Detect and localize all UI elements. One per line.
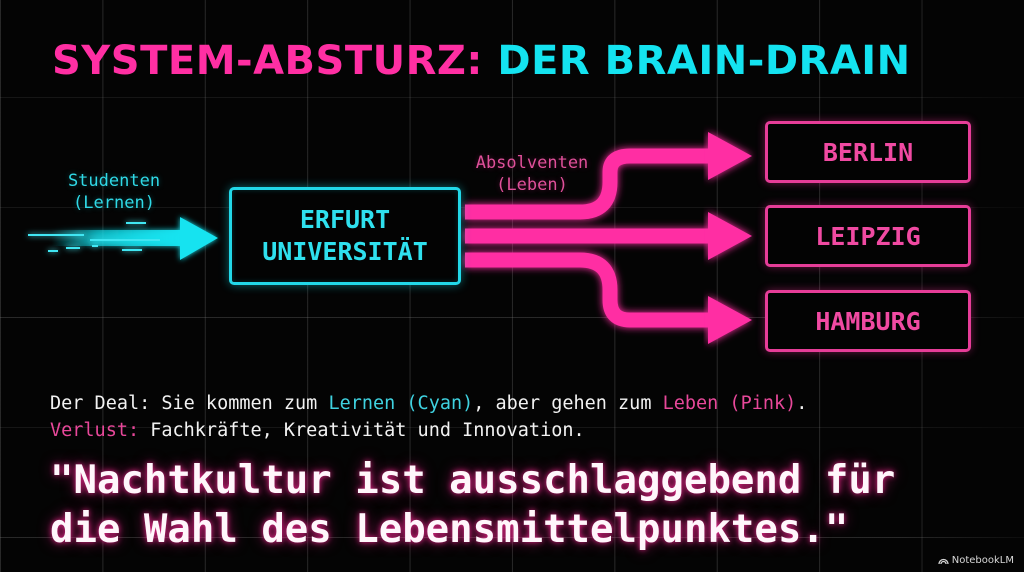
deal-line-2: Verlust: Fachkräfte, Kreativität und Inn… [50,420,585,441]
destination-berlin: BERLIN [765,121,971,183]
page-title: SYSTEM-ABSTURZ: DER BRAIN-DRAIN [52,38,911,84]
hub-line2: UNIVERSITÄT [262,237,428,266]
erfurt-university-node: ERFURT UNIVERSITÄT [229,187,461,285]
deal-text: Der Deal: Sie kommen zum Lernen (Cyan), … [50,390,807,444]
graduates-label: Absolventen (Leben) [462,152,602,196]
arrowheads-icon [708,132,752,344]
quote-text: "Nachtkultur ist ausschlaggebend für die… [50,458,896,552]
graduates-label-line1: Absolventen [475,153,589,173]
loss-label: Verlust: [50,420,140,441]
title-part-1: SYSTEM-ABSTURZ: [52,38,483,84]
hub-line1: ERFURT [299,205,391,234]
brand-watermark: NotebookLM [938,555,1014,566]
students-label: Studenten (Lernen) [44,170,184,214]
destination-hamburg: HAMBURG [765,290,971,352]
brand-label: NotebookLM [951,555,1014,566]
graduates-label-line2: (Leben) [496,175,568,195]
graduates-arrows-icon [465,148,712,328]
students-label-line2: (Lernen) [73,193,155,213]
learn-highlight: Lernen (Cyan) [328,393,474,414]
notebooklm-logo-icon [938,558,949,565]
live-highlight: Leben (Pink) [662,393,797,414]
destination-leipzig: LEIPZIG [765,205,971,267]
title-part-2: DER BRAIN-DRAIN [497,38,911,84]
students-arrow-icon [28,217,218,260]
deal-line-1: Der Deal: Sie kommen zum Lernen (Cyan), … [50,393,808,414]
students-label-line1: Studenten [67,171,161,191]
